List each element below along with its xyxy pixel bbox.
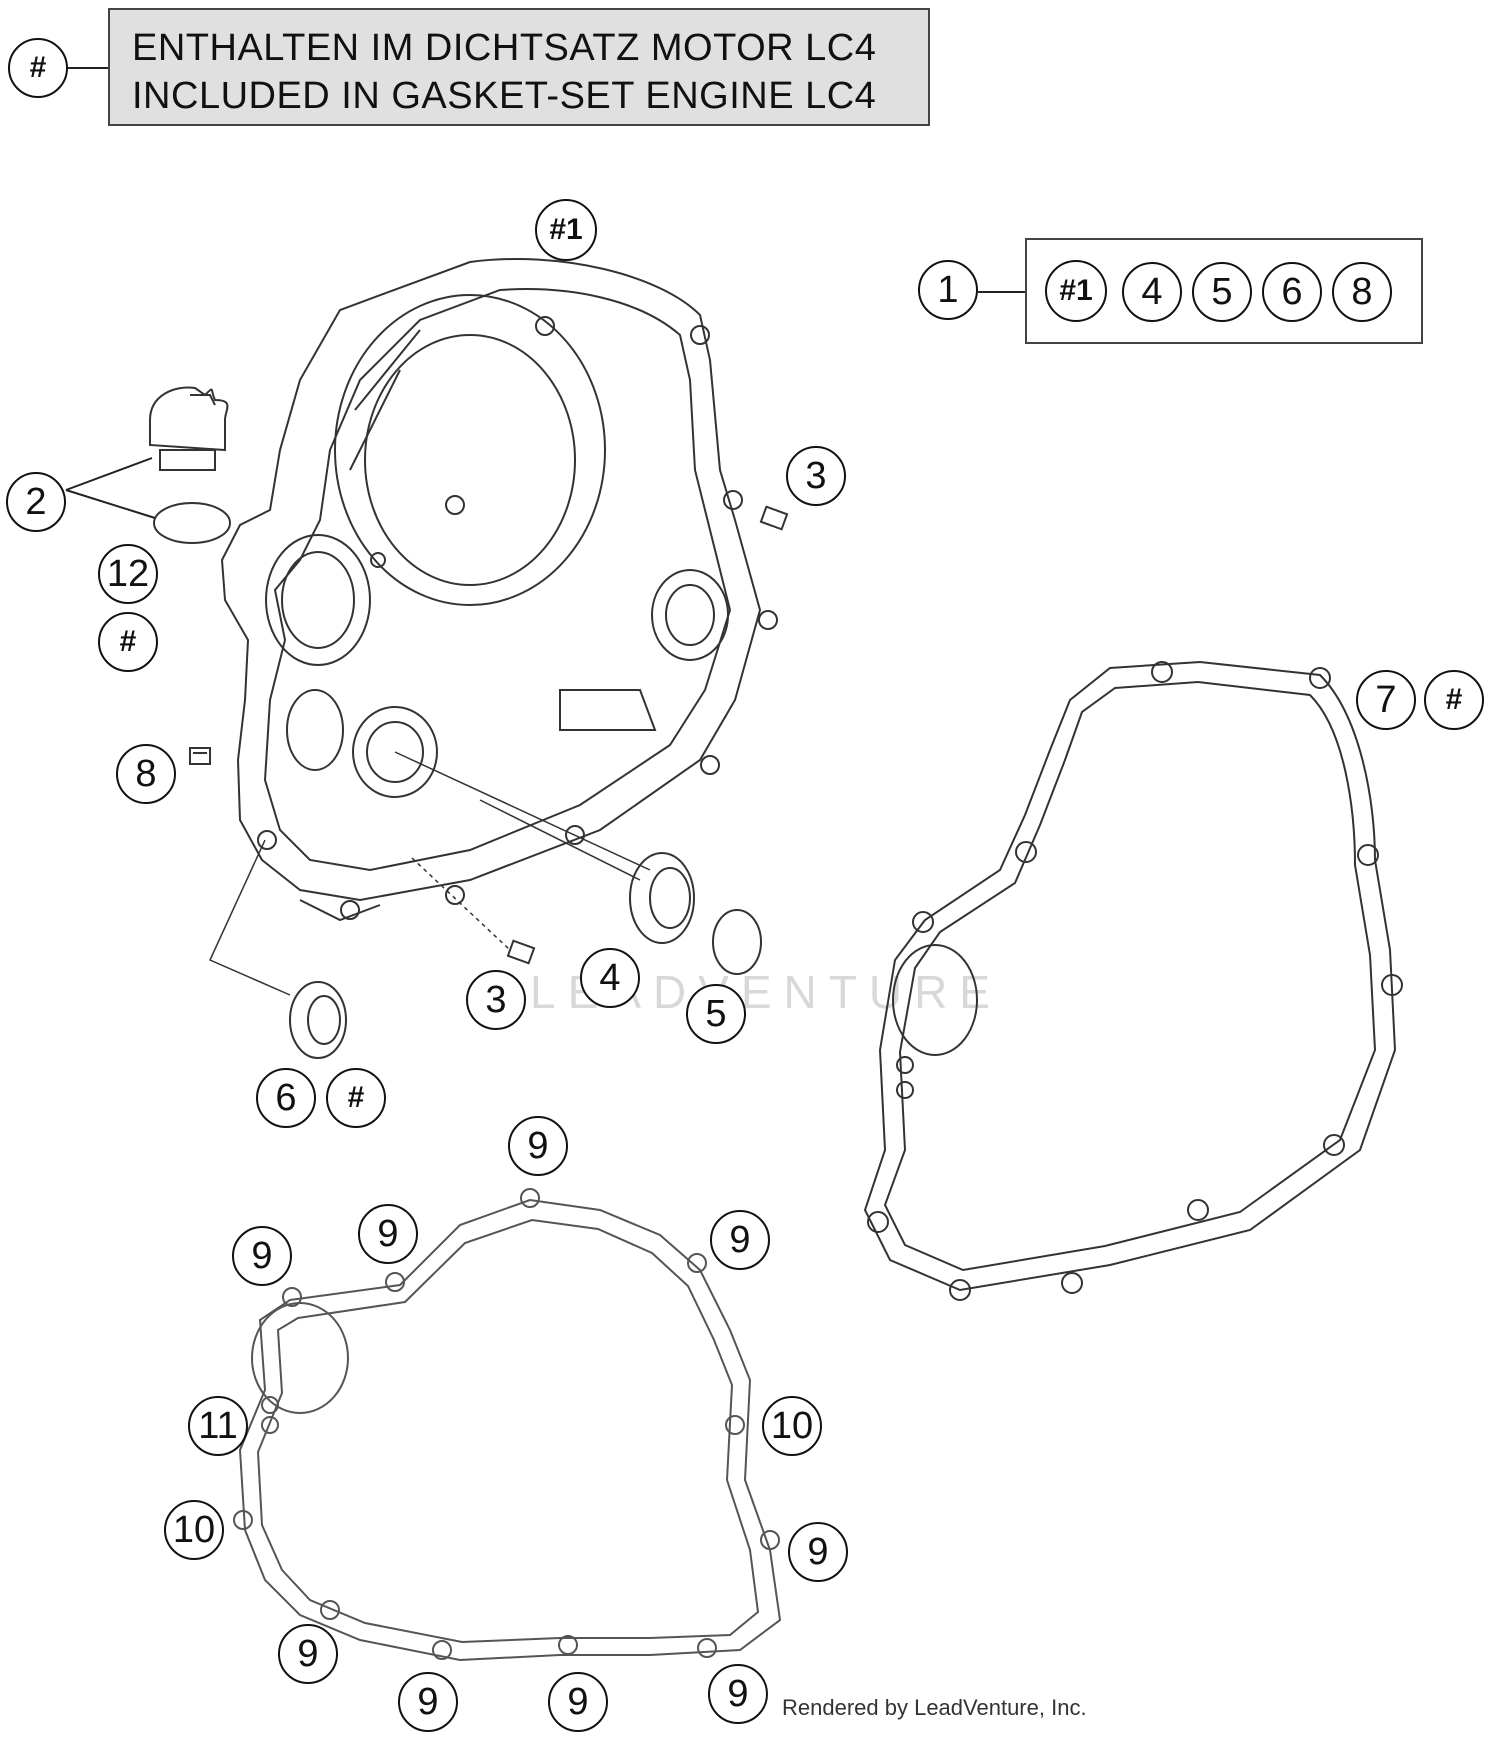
callout-o-ring-12: 12 [98,544,158,604]
callout-gasket-10-right: 10 [762,1396,822,1456]
legend-line-de: ENTHALTEN IM DICHTSATZ MOTOR LC4 [132,27,877,69]
oil-filler-plug [149,386,229,471]
callout-gasket-9-right: 9 [788,1522,848,1582]
callout-gasket-9-top: 9 [508,1116,568,1176]
callout-kit-6: 6 [1262,262,1322,322]
callout-shaft-seal-6: 6 [256,1068,316,1128]
callout-kit-8: 8 [1332,262,1392,322]
callout-oil-filler-plug: 2 [6,472,66,532]
shaft-seal-lower [289,981,347,1059]
callout-kit-5: 5 [1192,262,1252,322]
clutch-cover-gasket-outer [863,660,1403,1301]
callout-gasket-9-far-left: 9 [232,1226,292,1286]
filler-plug-o-ring [153,502,231,544]
callout-cover: #1 [535,199,597,261]
callout-gasket-9-bottom-1: 9 [398,1672,458,1732]
callout-shaft-seal-6-symbol: # [326,1068,386,1128]
callout-gasket-11: 11 [188,1396,248,1456]
callout-gasket-9-bottom-left: 9 [278,1624,338,1684]
callout-gasket-9-bottom-3: 9 [708,1664,768,1724]
callout-shaft-seal-4: 4 [580,948,640,1008]
o-ring-part [712,909,762,975]
clutch-cover [220,258,778,922]
dowel-pin-bottom [506,939,536,965]
callout-kit-4: 4 [1122,262,1182,322]
kit-contents-box [1025,238,1423,344]
dowel-pin-top [759,505,789,531]
callout-gasket-10-left: 10 [164,1500,224,1560]
callout-kit-cover: #1 [1045,260,1107,322]
callout-dowel-pin-bottom: 3 [466,970,526,1030]
screw-part [189,747,211,765]
callout-legend-symbol: # [8,38,68,98]
legend-box: ENTHALTEN IM DICHTSATZ MOTOR LC4 INCLUDE… [108,8,930,126]
render-credit: Rendered by LeadVenture, Inc. [782,1695,1087,1720]
callout-kit-main: 1 [918,260,978,320]
callout-o-ring-5: 5 [686,984,746,1044]
callout-gasket-9-bottom-2: 9 [548,1672,608,1732]
callout-dowel-pin-top: 3 [786,446,846,506]
callout-gasket-7: 7 [1356,670,1416,730]
callout-gasket-9-upper-left: 9 [358,1204,418,1264]
clutch-cover-gasket-inner [233,1188,782,1662]
callout-gasket-9-upper-right: 9 [710,1210,770,1270]
callout-screw: 8 [116,744,176,804]
shaft-seal-ring [629,852,695,944]
callout-gasket-7-symbol: # [1424,670,1484,730]
legend-line-en: INCLUDED IN GASKET-SET ENGINE LC4 [132,75,877,117]
callout-o-ring-symbol: # [98,612,158,672]
